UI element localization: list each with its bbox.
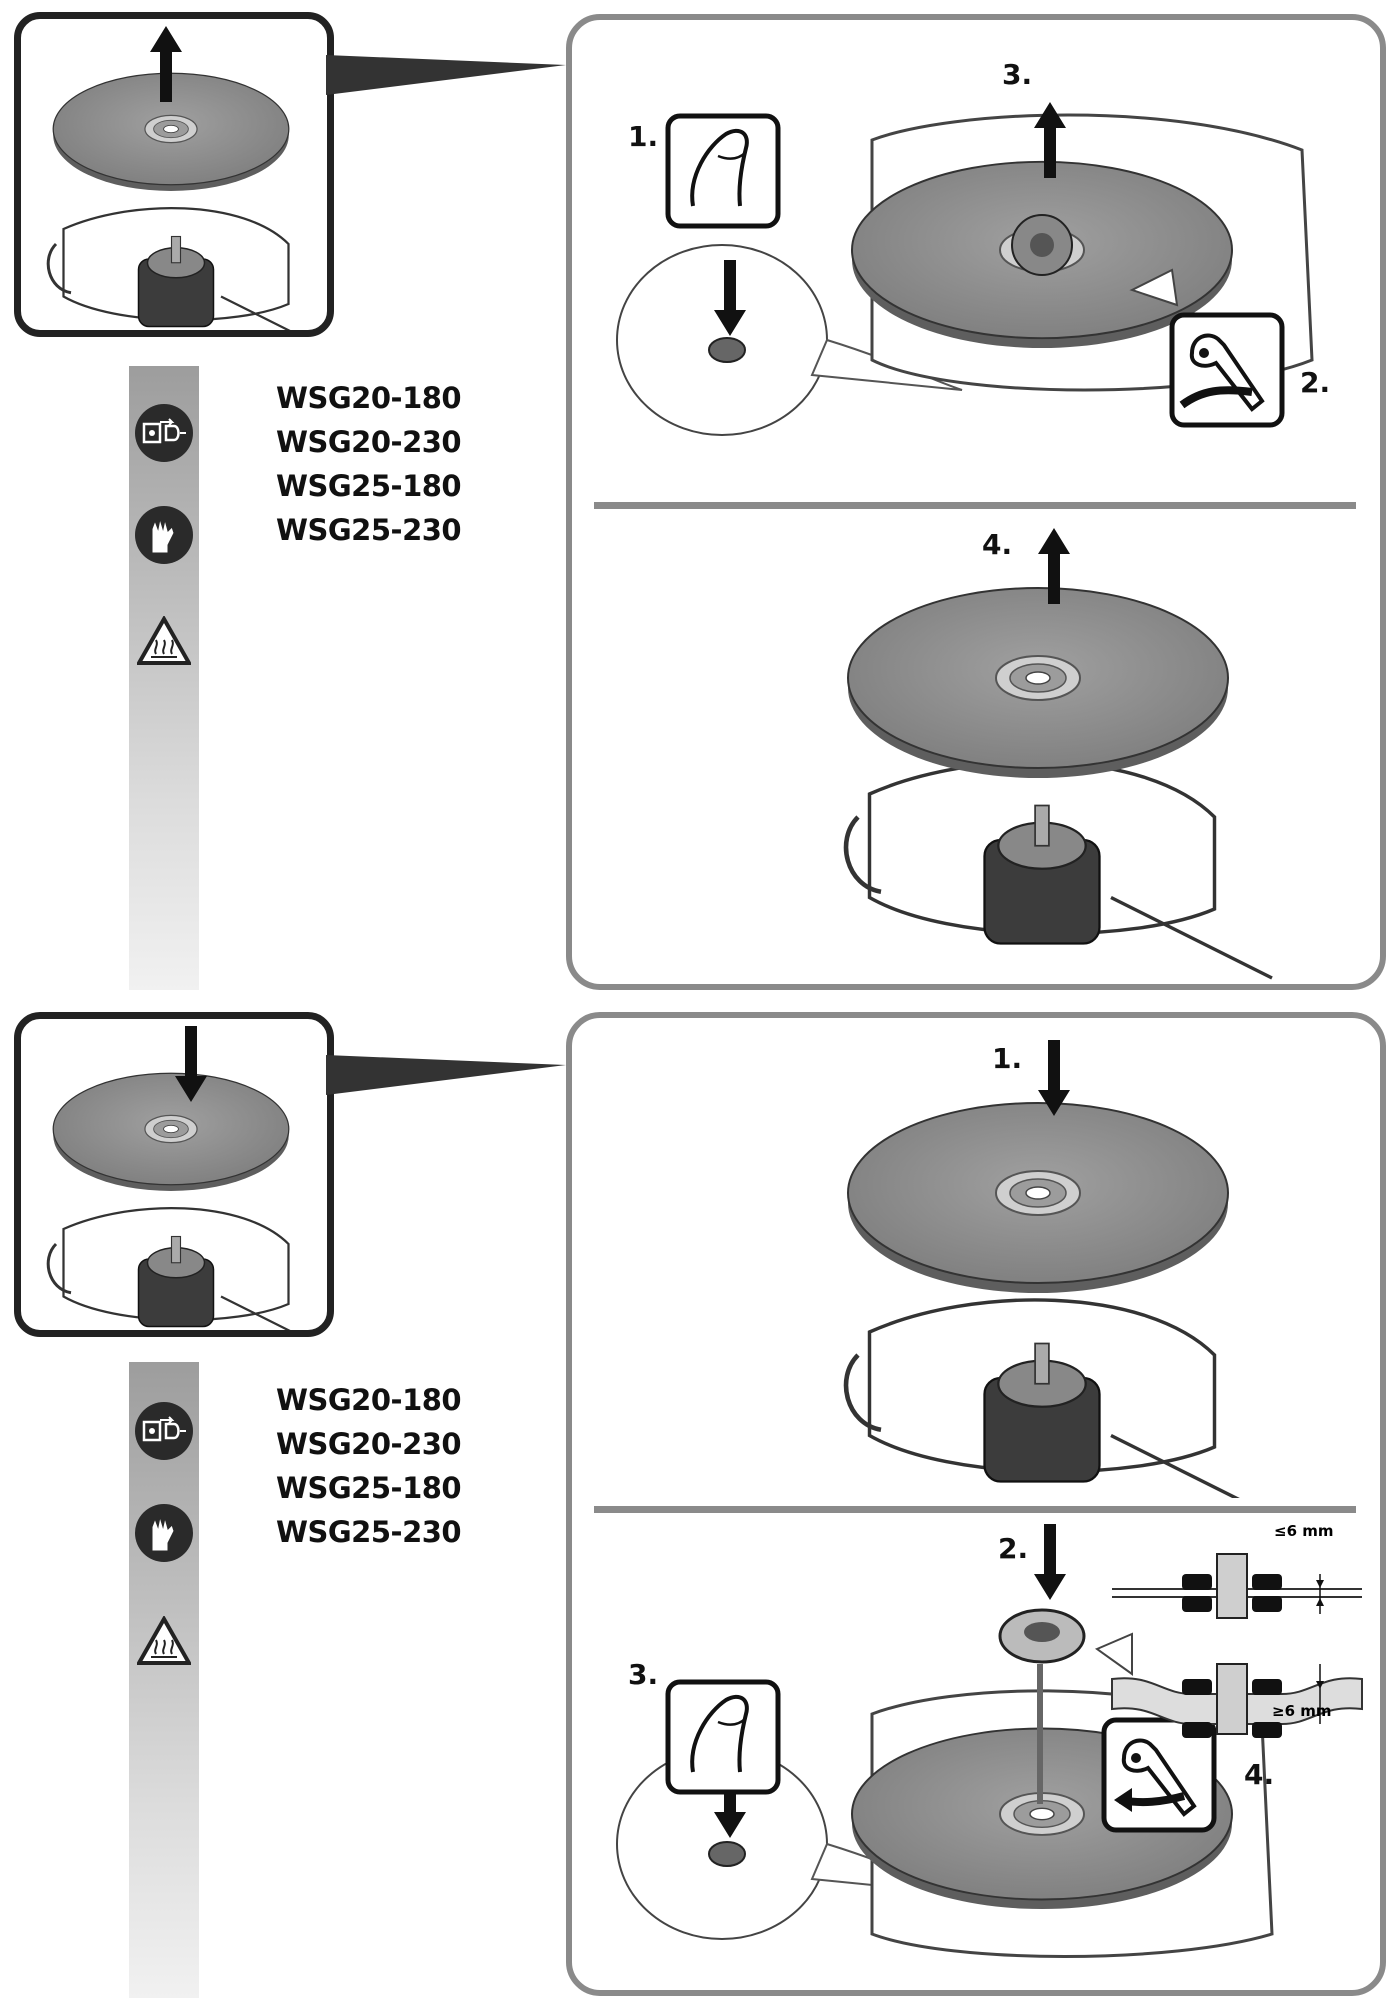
finger-press-icon [668, 116, 778, 226]
step-number: 1. [628, 120, 659, 153]
step-number: 4. [982, 528, 1013, 561]
model-list: WSG20-180 WSG20-230 WSG25-180 WSG25-230 [276, 1378, 462, 1554]
overview-thumbnail [14, 12, 334, 337]
step-number: 3. [1002, 58, 1033, 91]
callout-pointer [326, 55, 566, 95]
dimension-label: ≤6 mm [1274, 1522, 1334, 1540]
panel-divider [594, 1506, 1356, 1513]
model-item: WSG25-180 [276, 469, 462, 503]
finger-press-icon [668, 1682, 778, 1792]
nut-cross-section-thick [1111, 1663, 1363, 1738]
step-number: 2. [998, 1532, 1029, 1565]
hot-surface-warning-icon [137, 616, 191, 665]
unplug-icon [135, 1402, 193, 1460]
model-item: WSG20-230 [276, 1427, 462, 1461]
callout-pointer [326, 1055, 566, 1095]
arrow-down-icon [1034, 1524, 1066, 1600]
gloves-icon [135, 1504, 193, 1562]
model-item: WSG25-180 [276, 1471, 462, 1505]
step-number: 4. [1244, 1758, 1275, 1791]
section-remove-disc: WSG20-180 WSG20-230 WSG25-180 WSG25-230 … [0, 0, 1395, 990]
model-list: WSG20-180 WSG20-230 WSG25-180 WSG25-230 [276, 376, 462, 552]
model-item: WSG25-230 [276, 513, 462, 547]
model-item: WSG20-230 [276, 425, 462, 459]
step-number: 3. [628, 1658, 659, 1691]
dimension-label: ≥6 mm [1272, 1702, 1332, 1720]
step-number: 1. [992, 1042, 1023, 1075]
overview-thumbnail [14, 1012, 334, 1337]
gloves-icon [135, 506, 193, 564]
nut-cross-section-thin [1112, 1553, 1362, 1619]
illustration-place-disc [572, 1040, 1380, 1498]
hot-surface-warning-icon [137, 1616, 191, 1665]
illustration-remove-disc [572, 528, 1380, 990]
safety-icon-strip [129, 366, 199, 990]
instruction-panel: 1. [566, 1012, 1386, 1996]
panel-divider [594, 502, 1356, 509]
spanner-icon [1172, 315, 1282, 425]
step-number: 2. [1300, 366, 1331, 399]
model-item: WSG20-180 [276, 381, 462, 415]
unplug-icon [135, 404, 193, 462]
model-item: WSG25-230 [276, 1515, 462, 1549]
instruction-panel: 1. 2. 3. 4. [566, 14, 1386, 990]
section-mount-disc: WSG20-180 WSG20-230 WSG25-180 WSG25-230 … [0, 1000, 1395, 1998]
illustration-release-nut [616, 102, 1314, 436]
safety-icon-strip [129, 1362, 199, 1998]
illustration-fit-nut [616, 1524, 1363, 1958]
model-item: WSG20-180 [276, 1383, 462, 1417]
